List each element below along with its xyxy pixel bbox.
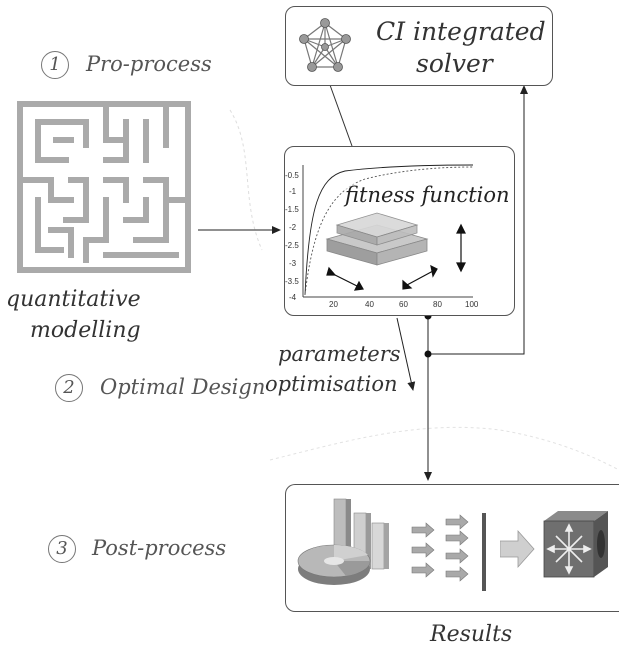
y-tick-5: -2.5 [285,241,299,250]
step-1-number: 1 [41,51,69,79]
results-box [285,484,619,612]
x-tick-3: 60 [399,300,408,309]
parameters-arrow [396,317,416,391]
faint-curve-1 [229,109,263,251]
step-2-label: Optimal Design [100,375,266,399]
y-tick-4: -2 [289,223,297,232]
layered-cube-graphic [325,212,429,266]
faint-curve-2 [269,426,619,471]
y-tick-6: -3 [289,259,297,268]
step-3-label: Post-process [92,536,227,560]
modelling-label-line2: modelling [30,318,141,343]
modelling-label-line1: quantitative [6,287,141,312]
fitness-box: -0.5 -1 -1.5 -2 -2.5 -3 -3.5 -4 20 40 60… [284,146,515,316]
fitness-curve-2 [304,166,474,296]
pie-chart-icon [297,498,389,585]
feedback-loop-arrow [428,85,528,355]
parameters-label-line1: parameters [278,342,401,366]
network-graph-icon [299,18,351,72]
x-tick-1: 20 [329,300,338,309]
step-3-number: 3 [48,535,76,563]
solver-title-line2: solver [416,49,493,78]
data-flow-arrows-icon [411,513,486,591]
fitness-plot [302,164,474,298]
step-2-number: 2 [55,374,83,402]
x-tick-4: 80 [433,300,442,309]
y-tick-3: -1.5 [285,205,299,214]
y-tick-7: -3.5 [285,277,299,286]
results-label: Results [430,622,513,647]
y-tick-1: -0.5 [285,171,299,180]
x-tick-5: 100 [465,300,479,309]
fitness-title: fitness function [345,183,510,207]
arrow-right-diag [406,270,434,286]
step-1-label: Pro-process [86,52,212,76]
parameters-label-line2: optimisation [265,372,398,396]
big-arrow-icon [500,529,535,569]
fitness-curve-1 [304,164,474,296]
y-tick-2: -1 [289,187,297,196]
junction-dot-2 [424,350,432,358]
solver-title-line1: CI integrated [376,17,546,46]
solver-box: CI integrated solver [285,6,553,86]
network-hub-cube-icon [543,511,608,578]
maze-icon [17,101,191,273]
y-tick-8: -4 [289,293,297,302]
solver-link-line [329,84,353,147]
x-tick-2: 40 [365,300,374,309]
